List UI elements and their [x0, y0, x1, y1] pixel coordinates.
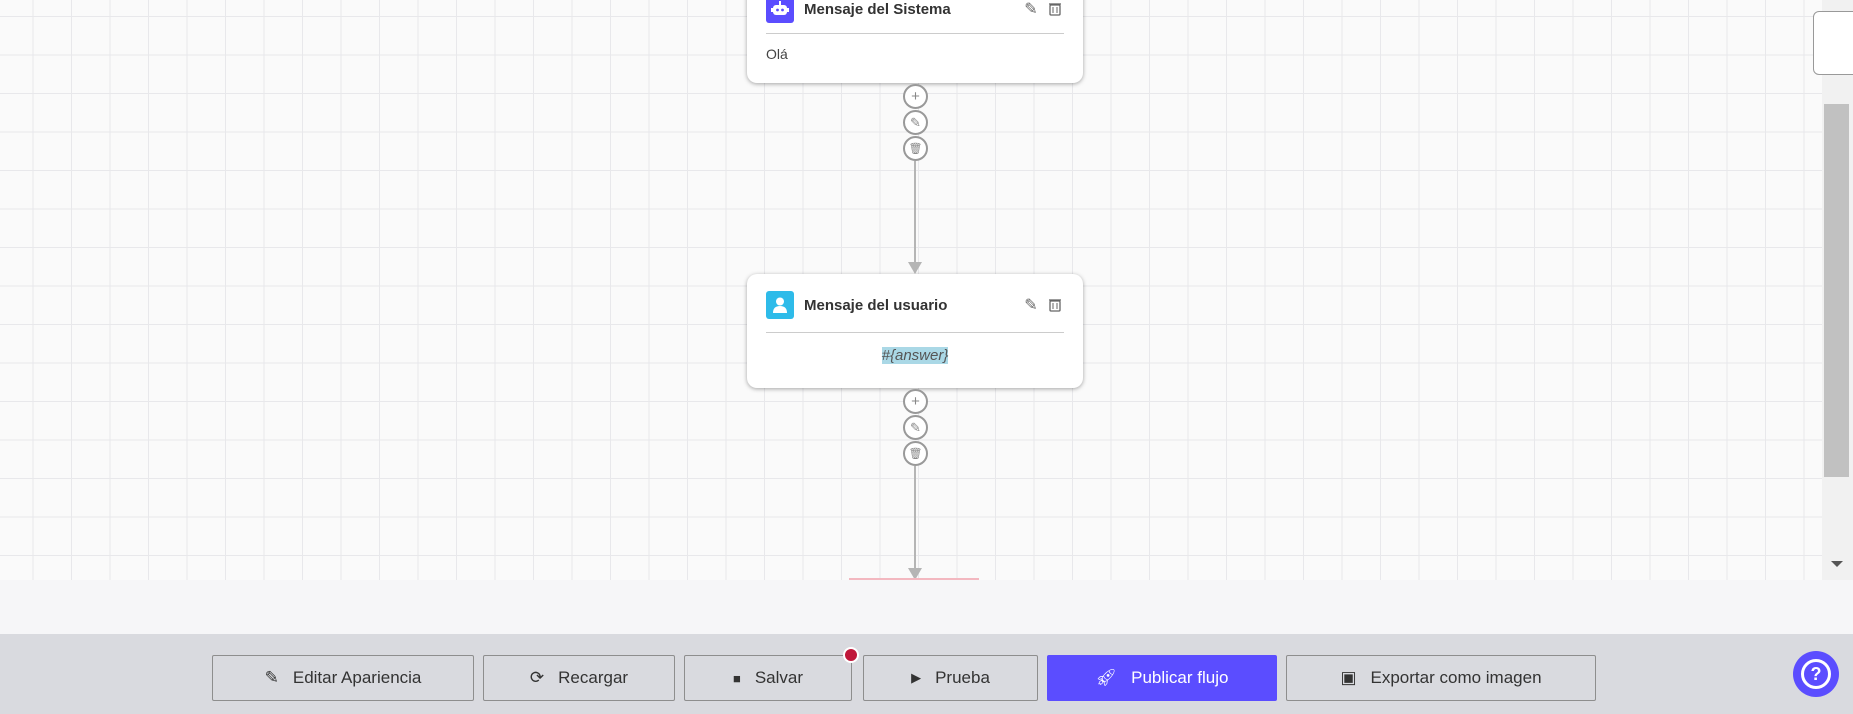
play-icon: ▶: [911, 670, 922, 685]
edit-appearance-button[interactable]: ✎Editar Apariencia: [212, 655, 474, 701]
edit-icon[interactable]: ✎: [1024, 297, 1038, 314]
rocket-icon: 🚀︎: [1095, 668, 1118, 687]
connector-line: [914, 466, 916, 570]
floppy-disk-icon: ■: [732, 670, 741, 686]
user-icon: [766, 291, 794, 319]
node-body-variable: #{answer}: [881, 347, 949, 364]
connector-line: [914, 161, 916, 263]
add-node-button[interactable]: +: [903, 389, 928, 414]
image-icon: ▣: [1340, 668, 1357, 687]
delete-connection-button[interactable]: 🗑: [903, 441, 928, 466]
reload-button[interactable]: ⟳Recargar: [483, 655, 675, 701]
edit-icon: ✎: [264, 668, 279, 687]
scroll-down-arrow-icon[interactable]: [1831, 561, 1843, 567]
robot-icon: [766, 0, 794, 23]
edit-connection-button[interactable]: ✎: [903, 415, 928, 440]
node-user-message[interactable]: Mensaje del usuario ✎ #{answer}: [747, 274, 1083, 388]
test-button[interactable]: ▶Prueba: [863, 655, 1038, 701]
node-system-message[interactable]: Mensaje del Sistema ✎ Olá: [747, 0, 1083, 83]
refresh-icon: ⟳: [529, 668, 545, 687]
bottom-toolbar: ✎Editar Apariencia ⟳Recargar ■Salvar ▶Pr…: [0, 634, 1853, 714]
connector-arrow: [908, 568, 922, 580]
node-body: Olá: [766, 46, 788, 62]
help-button[interactable]: ?: [1793, 651, 1839, 697]
export-image-button[interactable]: ▣Exportar como imagen: [1286, 655, 1596, 701]
delete-connection-button[interactable]: 🗑: [903, 136, 928, 161]
edit-icon[interactable]: ✎: [1024, 1, 1038, 18]
save-button[interactable]: ■Salvar: [684, 655, 852, 701]
vertical-scrollbar[interactable]: [1822, 0, 1853, 580]
publish-flow-button[interactable]: 🚀︎Publicar flujo: [1047, 655, 1277, 701]
connector-arrow: [908, 262, 922, 274]
trash-icon[interactable]: [1046, 296, 1064, 314]
unsaved-changes-dot: [843, 647, 859, 663]
edit-connection-button[interactable]: ✎: [903, 110, 928, 135]
add-node-button[interactable]: +: [903, 84, 928, 109]
node-title: Mensaje del Sistema: [804, 0, 951, 18]
minimap-panel[interactable]: [1813, 11, 1853, 75]
node-title: Mensaje del usuario: [804, 296, 948, 314]
scrollbar-thumb[interactable]: [1824, 104, 1849, 477]
trash-icon[interactable]: [1046, 0, 1064, 18]
next-node-edge: [849, 578, 979, 580]
question-icon: ?: [1801, 659, 1831, 689]
